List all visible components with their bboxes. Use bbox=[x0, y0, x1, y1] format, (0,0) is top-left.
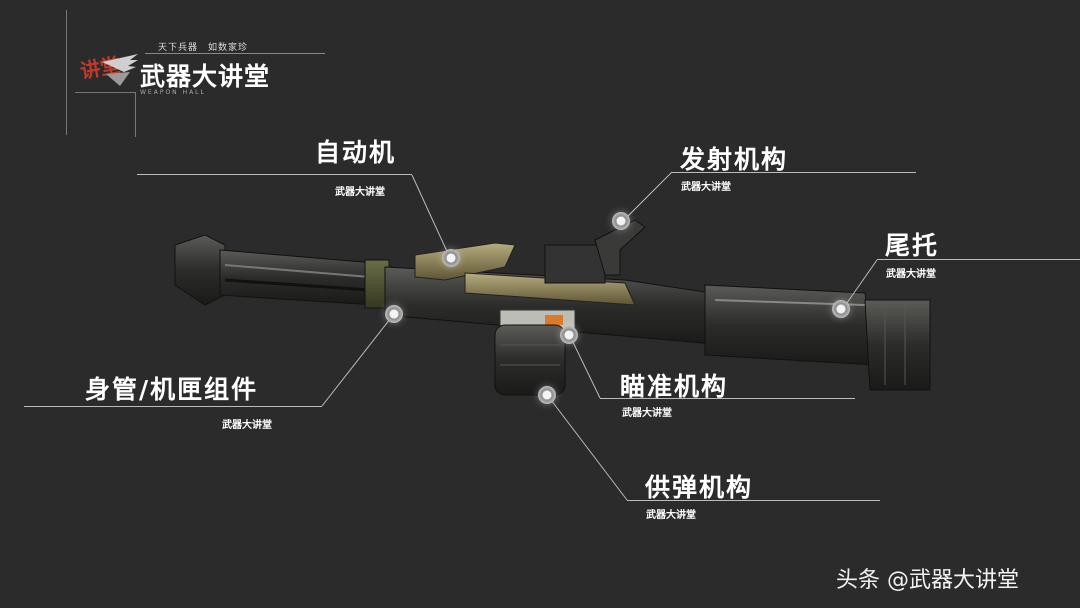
callout-line-stock bbox=[877, 259, 1080, 260]
callout-sub-sight: 武器大讲堂 bbox=[622, 408, 672, 419]
logo-slogan: 天下兵器 如数家珍 bbox=[158, 43, 249, 53]
callout-sub-barrel: 武器大讲堂 bbox=[222, 420, 272, 431]
weapon-illustration bbox=[174, 219, 931, 396]
logo-frame bbox=[66, 10, 68, 135]
drum-magazine bbox=[494, 324, 566, 396]
marker-fire bbox=[612, 212, 630, 230]
callout-line-feed bbox=[627, 500, 880, 501]
marker-feed bbox=[538, 386, 556, 404]
logo-frame-line-2 bbox=[135, 92, 136, 137]
watermark: 头条 @武器大讲堂 bbox=[836, 568, 1019, 593]
callout-sub-auto: 武器大讲堂 bbox=[335, 187, 385, 198]
callout-sub-stock: 武器大讲堂 bbox=[886, 269, 936, 280]
callout-label-fire: 发射机构 bbox=[680, 145, 789, 174]
callout-label-barrel: 身管/机匣组件 bbox=[85, 375, 259, 404]
callout-sub-fire: 武器大讲堂 bbox=[681, 182, 731, 193]
callout-label-sight: 瞄准机构 bbox=[620, 372, 729, 401]
grip bbox=[594, 219, 646, 276]
logo-title: 武器大讲堂 bbox=[140, 62, 271, 91]
callout-line-fire bbox=[672, 172, 916, 173]
marker-stock bbox=[832, 300, 850, 318]
auto-mechanism bbox=[414, 242, 516, 281]
logo-subtitle: WEAPON HALL bbox=[140, 89, 206, 96]
marker-barrel bbox=[385, 305, 403, 323]
callout-line-barrel bbox=[24, 406, 322, 407]
callout-label-stock: 尾托 bbox=[885, 231, 940, 260]
marker-sight bbox=[560, 326, 578, 344]
callout-label-feed: 供弹机构 bbox=[645, 473, 754, 502]
callout-label-auto: 自动机 bbox=[315, 138, 397, 167]
logo-frame-line bbox=[75, 92, 135, 93]
marker-auto bbox=[442, 249, 460, 267]
logo-top-line bbox=[145, 53, 325, 54]
butt-plate bbox=[864, 299, 931, 391]
callout-line-sight bbox=[600, 398, 855, 399]
callout-line-auto bbox=[137, 174, 412, 175]
callout-sub-feed: 武器大讲堂 bbox=[646, 510, 696, 521]
wing-icon bbox=[102, 54, 138, 86]
